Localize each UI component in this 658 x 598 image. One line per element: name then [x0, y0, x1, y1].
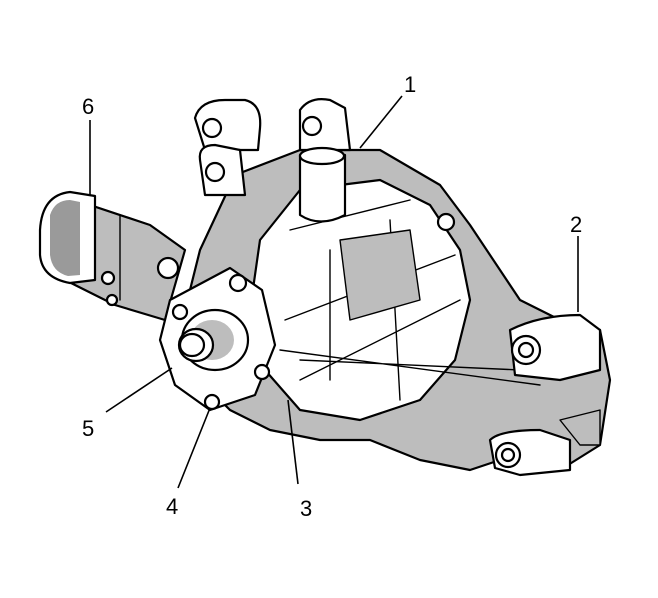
right-mounting-bosses [436, 212, 602, 477]
leader-5 [105, 367, 173, 413]
callout-4: 4 [166, 494, 178, 519]
top-mounting-bosses [193, 98, 352, 223]
pump-body [178, 148, 612, 472]
leader-4 [177, 407, 211, 489]
callout-6: 6 [82, 94, 94, 119]
callout-2: 2 [570, 212, 582, 237]
callout-3: 3 [300, 496, 312, 521]
leader-lines [89, 95, 579, 489]
leader-1 [359, 95, 403, 149]
inlet-pipe [38, 190, 187, 322]
leader-3 [287, 399, 299, 485]
callout-5: 5 [82, 416, 94, 441]
callout-1: 1 [404, 72, 416, 97]
pump-shaft [177, 308, 250, 372]
